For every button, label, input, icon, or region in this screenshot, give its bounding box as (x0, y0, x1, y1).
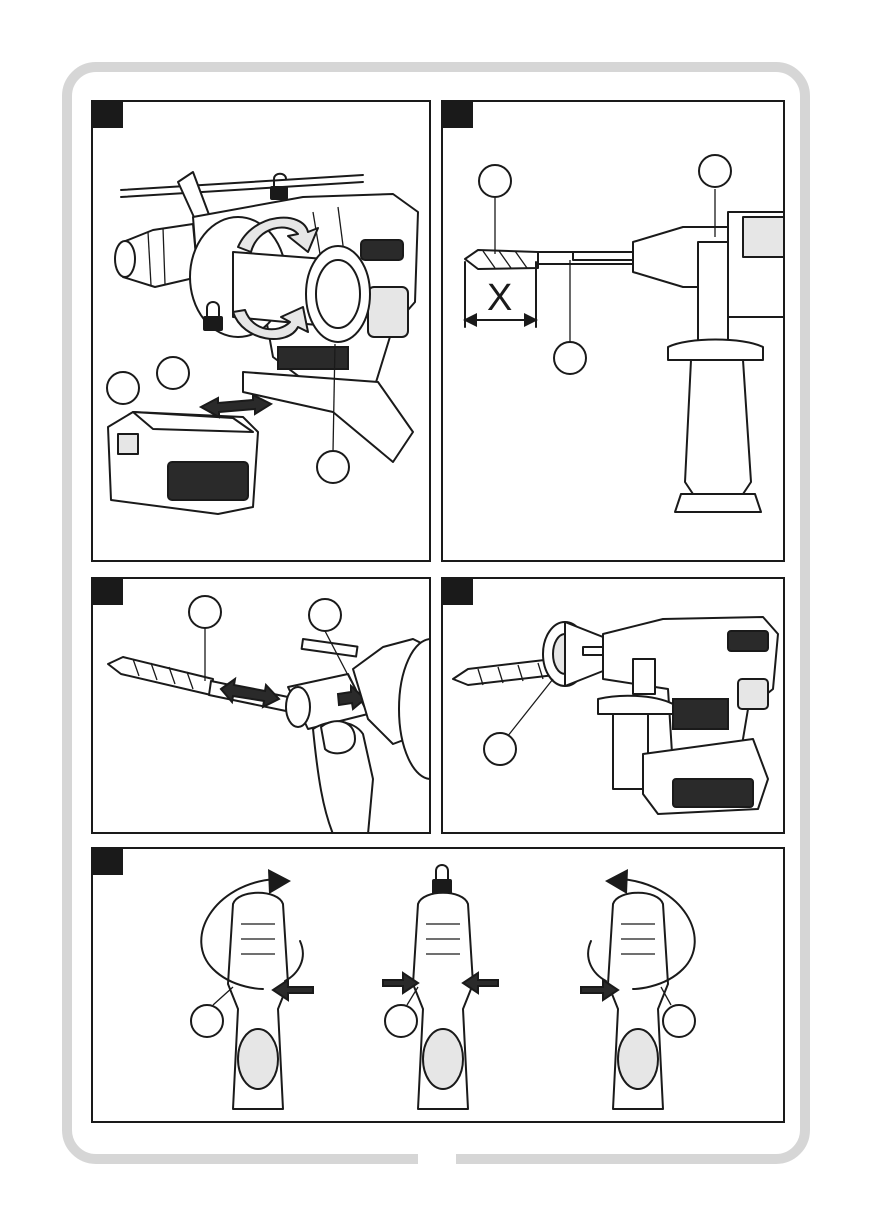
hand (313, 721, 373, 834)
panel-c (91, 577, 431, 834)
callout-circle (663, 1005, 695, 1037)
drill-body (728, 212, 785, 317)
callout-circle (309, 599, 341, 631)
drill-rear-view (413, 893, 473, 1109)
panel-e (91, 847, 785, 1123)
panel-a-illustration (93, 102, 431, 562)
dimension-label: X (487, 277, 512, 319)
panel-b-illustration: X (443, 102, 785, 562)
lock-open-icon (270, 174, 288, 200)
panel-d (441, 577, 785, 834)
callout-circle (191, 1005, 223, 1037)
drill-rear-view (228, 893, 288, 1109)
battery-foot (243, 372, 413, 462)
depth-rod (302, 639, 358, 657)
callout-circle (157, 357, 189, 389)
battery-pack (108, 412, 258, 514)
callout-circle (554, 342, 586, 374)
panel-e-illustration (93, 849, 785, 1123)
callout-circle (317, 451, 349, 483)
lock-closed-icon (432, 865, 452, 895)
dimension-marker: X (463, 262, 538, 327)
panel-c-illustration (93, 579, 431, 834)
battery-pack (643, 739, 768, 814)
drill-rear-view (608, 893, 668, 1109)
leader-line (213, 987, 233, 1005)
callout-circle (107, 372, 139, 404)
callout-circle (479, 165, 511, 197)
drill-bit (453, 659, 555, 685)
callout-circle (699, 155, 731, 187)
panel-a (91, 100, 431, 562)
callout-circle (484, 733, 516, 765)
chuck (115, 224, 198, 287)
panel-d-illustration (443, 579, 785, 834)
leader-line (507, 679, 553, 737)
drill-bit (108, 657, 288, 711)
panel-b: X (441, 100, 785, 562)
callout-circle (385, 1005, 417, 1037)
callout-circle (189, 596, 221, 628)
frame-gap (418, 1150, 456, 1170)
double-arrow-icon (201, 395, 271, 417)
